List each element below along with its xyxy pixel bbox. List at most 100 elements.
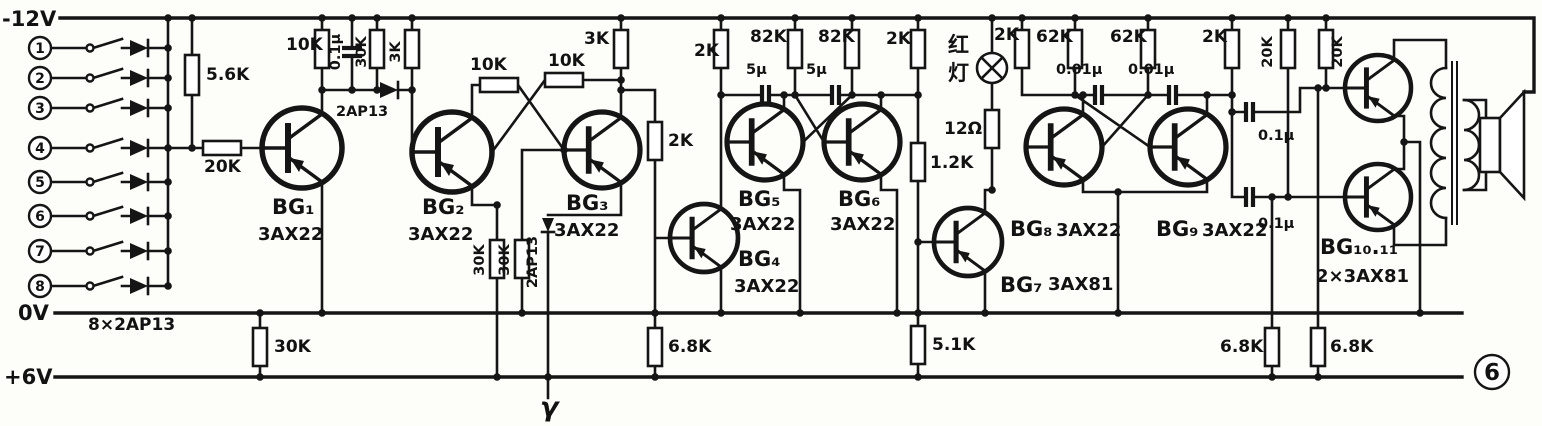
label-r10k-2: 10K bbox=[470, 55, 508, 75]
channel-number-circle bbox=[27, 238, 53, 264]
labels: -12V 0V +6V 8×2AP13 5.6K 20K 10K 0.1μ 30… bbox=[2, 7, 1409, 423]
label-bg2-type: 3AX22 bbox=[408, 224, 473, 245]
channel-number: 5 bbox=[35, 175, 45, 191]
channel-number-circle bbox=[27, 169, 53, 195]
label-bg10-11-name: BG₁₀.₁₁ bbox=[1320, 235, 1398, 259]
resistor-20k-input bbox=[201, 139, 243, 157]
label-c0.1u-2: 0.1μ bbox=[1258, 216, 1295, 232]
capacitor-0.1u-1 bbox=[1243, 102, 1256, 122]
figure-number-badge: 6 bbox=[1473, 353, 1511, 391]
switch-contact-icon bbox=[85, 246, 95, 256]
label-bg10-11-type: 2×3AX81 bbox=[1316, 266, 1409, 287]
channel-number: 6 bbox=[35, 209, 45, 225]
transistor-bg5-symbol bbox=[727, 104, 803, 180]
transformer-secondary-winding bbox=[1462, 98, 1481, 192]
transformer-core bbox=[1451, 61, 1458, 225]
label-bg7-name: BG₇ bbox=[1000, 273, 1042, 297]
channel-number: 3 bbox=[35, 101, 45, 117]
resistor-6.8k-1 bbox=[646, 326, 664, 368]
diode-icon bbox=[130, 40, 148, 56]
label-r5.1k: 5.1K bbox=[932, 335, 976, 355]
label-bg5-type: 3AX22 bbox=[730, 214, 795, 235]
resistor-20k-1 bbox=[1279, 28, 1297, 70]
resistor-12ohm bbox=[983, 108, 1001, 150]
label-r20k-2: 20K bbox=[1330, 36, 1346, 68]
transformer-primary-winding bbox=[1429, 66, 1448, 220]
switch-contact-icon bbox=[85, 177, 95, 187]
label-lamp-char-top: 红 bbox=[948, 33, 969, 57]
channel-number-circle bbox=[27, 65, 53, 91]
label-bg1-name: BG₁ bbox=[272, 195, 314, 219]
resistor-6.8k-3 bbox=[1309, 326, 1327, 368]
label-bg9-name: BG₉ bbox=[1156, 217, 1198, 241]
label-r1.2k: 1.2K bbox=[930, 153, 974, 173]
label-c0.1u-1: 0.1μ bbox=[1258, 128, 1295, 144]
label-c5u-1: 5μ bbox=[746, 62, 767, 78]
resistor-1.2k bbox=[909, 141, 927, 183]
channel-number-circle bbox=[27, 273, 53, 299]
resistor-82k-1 bbox=[786, 28, 804, 70]
speaker-icon bbox=[1478, 88, 1526, 202]
resistor-82k-2 bbox=[843, 28, 861, 70]
rail-label-pos6v: +6V bbox=[4, 365, 53, 389]
label-bg8-type: 3AX22 bbox=[1056, 220, 1121, 241]
label-r82k-1: 82K bbox=[750, 27, 788, 47]
capacitor-5u-2 bbox=[829, 85, 842, 105]
label-r2k-3: 2K bbox=[886, 29, 912, 49]
input-channel-1: 1 bbox=[27, 35, 150, 61]
channel-number-circle bbox=[27, 35, 53, 61]
resistor-62k-1 bbox=[1066, 28, 1084, 70]
label-r62k-2: 62K bbox=[1110, 27, 1148, 47]
label-r6.8k-3: 6.8K bbox=[1330, 337, 1374, 357]
label-r2k-5: 2K bbox=[1202, 27, 1228, 47]
transistor-bg11-symbol bbox=[1345, 164, 1411, 230]
resistor-10k-3 bbox=[543, 71, 585, 89]
resistor-10k-2 bbox=[478, 76, 520, 94]
transformer-icon bbox=[1429, 61, 1481, 225]
resistor-6.8k-2 bbox=[1263, 326, 1281, 368]
input-channel-8: 8 bbox=[27, 273, 150, 299]
label-r10k-1: 10K bbox=[286, 35, 324, 55]
diode-icon bbox=[130, 278, 148, 294]
label-r82k-2: 82K bbox=[818, 27, 856, 47]
input-channel-7: 7 bbox=[27, 238, 150, 264]
resistor-62k-2 bbox=[1139, 28, 1157, 70]
rail-label-0v: 0V bbox=[18, 301, 50, 325]
junction-dots bbox=[164, 14, 1424, 381]
label-r3k-top: 3K bbox=[388, 41, 404, 63]
channel-number: 1 bbox=[35, 41, 45, 57]
channel-number-circle bbox=[27, 95, 53, 121]
channel-number-circle bbox=[27, 135, 53, 161]
transistor-bg1-symbol bbox=[262, 108, 342, 188]
label-r2k-1: 2K bbox=[668, 131, 694, 151]
label-r30k-bottom: 30K bbox=[274, 337, 312, 357]
input-channel-2: 2 bbox=[27, 65, 150, 91]
switch-contact-icon bbox=[85, 103, 95, 113]
label-lamp-char-bottom: 灯 bbox=[948, 61, 969, 85]
label-bg8-name: BG₈ bbox=[1010, 217, 1052, 241]
label-bg6-type: 3AX22 bbox=[830, 214, 895, 235]
resistor-10k-1 bbox=[313, 28, 331, 70]
input-channels: 1 2 3 4 5 bbox=[27, 35, 150, 299]
label-r6.8k-2: 6.8K bbox=[1220, 337, 1264, 357]
switch-contact-icon bbox=[85, 281, 95, 291]
label-bg3-name: BG₃ bbox=[566, 191, 608, 215]
label-r30k-top: 30K bbox=[354, 36, 370, 68]
diode-2ap13-top bbox=[380, 80, 400, 100]
diode-icon bbox=[130, 174, 148, 190]
label-r12ohm: 12Ω bbox=[944, 119, 982, 139]
channel-number: 4 bbox=[35, 141, 45, 157]
resistor-2k-4 bbox=[1013, 28, 1031, 70]
label-bg4-name: BG₄ bbox=[738, 247, 780, 271]
switch-contact-icon bbox=[85, 73, 95, 83]
resistors bbox=[183, 28, 1335, 368]
diode-icon bbox=[130, 140, 148, 156]
figure-number: 6 bbox=[1484, 360, 1500, 386]
label-r6.8k-1: 6.8K bbox=[668, 337, 712, 357]
channel-number: 8 bbox=[35, 279, 45, 295]
label-r62k-1: 62K bbox=[1036, 27, 1074, 47]
capacitor-0.1u-top bbox=[342, 45, 362, 59]
label-bg4-type: 3AX22 bbox=[734, 276, 799, 297]
label-r3k-2: 3K bbox=[584, 29, 610, 49]
